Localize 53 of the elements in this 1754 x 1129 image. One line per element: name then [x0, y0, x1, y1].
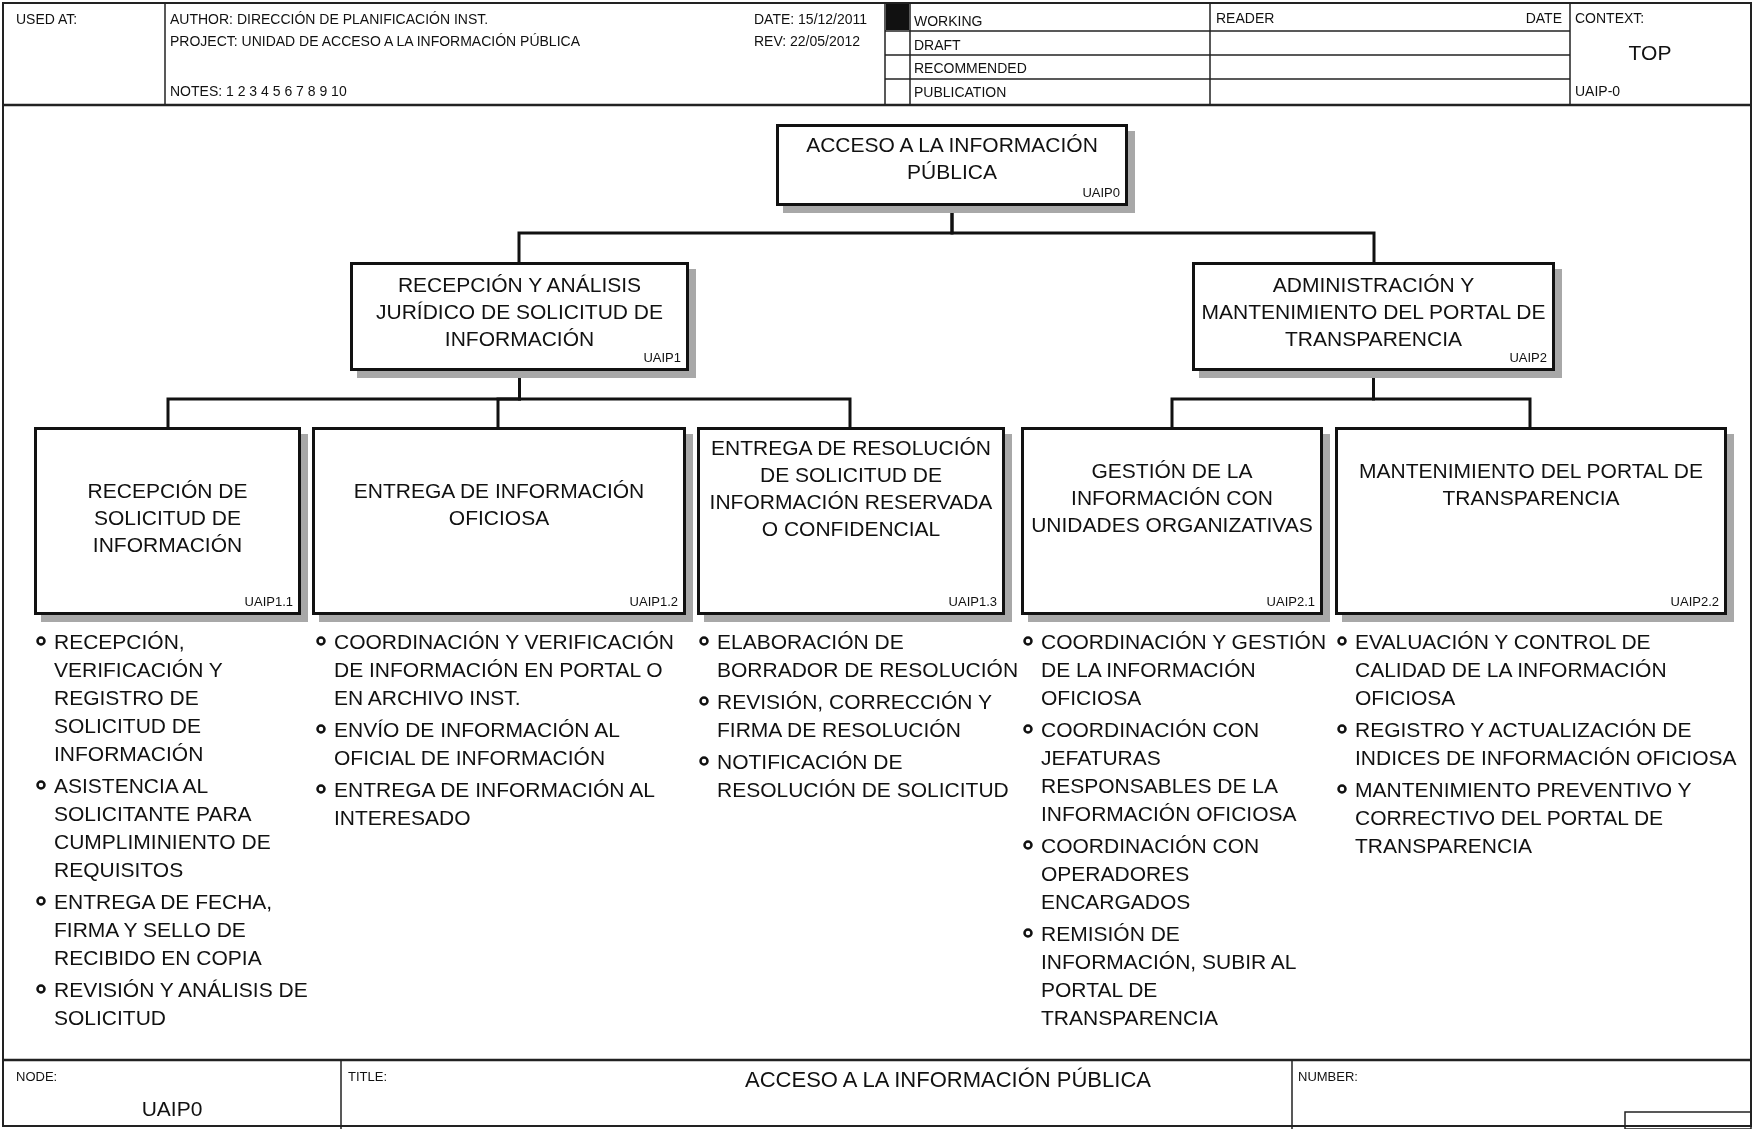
activity-text: COORDINACIÓN Y VERIFICACIÓN DE INFORMACIÓN EN PORTAL O EN ARCHIVO INST. [334, 629, 675, 711]
activity-text: COORDINACIÓN Y GESTIÓN DE LA INFORMACIÓN OFICIOSA [1041, 629, 1328, 711]
form-label: NODE: [16, 1068, 58, 1085]
form-label: READER [1216, 9, 1275, 27]
node-code: UAIP1 [643, 350, 681, 365]
box-title: ACCESO A LA INFORMACIÓN PÚBLICA [805, 132, 1099, 185]
activity-text: ELABORACIÓN DE BORRADOR DE RESOLUCIÓN [717, 629, 1019, 683]
activity-text: COORDINACIÓN CON OPERADORES ENCARGADOS [1041, 833, 1261, 915]
box-title: ADMINISTRACIÓN Y MANTENIMIENTO DEL PORTAL DE TRANSPARENCIA [1200, 272, 1547, 352]
form-label: CONTEXT: [1575, 9, 1645, 27]
activity-text: REVISIÓN, CORRECCIÓN Y FIRMA DE RESOLUCIÓN [717, 689, 993, 743]
node-code: UAIP2.1 [1266, 594, 1315, 609]
activity-text: ENTREGA DE FECHA, FIRMA Y SELLO DE RECIBIDO EN COPIA [54, 889, 274, 971]
form-label: PROJECT: UNIDAD DE ACCESO A LA INFORMACIÓN PÚBLICA [170, 32, 580, 50]
activity-text: EVALUACIÓN Y CONTROL DE CALIDAD DE LA INFORMACIÓN OFICIOSA [1355, 629, 1668, 711]
form-label: NUMBER: [1298, 1068, 1358, 1085]
activity-text: RECEPCIÓN, VERIFICACIÓN Y REGISTRO DE SOLICITUD DE INFORMACIÓN [54, 629, 224, 767]
node-code: UAIP0 [1082, 185, 1120, 200]
node-code: UAIP1.3 [948, 594, 997, 609]
form-label: RECOMMENDED [914, 59, 1027, 77]
node-code: UAIP1.2 [629, 594, 678, 609]
form-label: NOTES: 1 2 3 4 5 6 7 8 9 10 [170, 82, 347, 100]
form-label: UAIP-0 [1575, 82, 1621, 100]
node-code: UAIP1.1 [244, 594, 293, 609]
activity-text: COORDINACIÓN CON JEFATURAS RESPONSABLES DE LA INFORMACIÓN OFICIOSA [1041, 717, 1298, 827]
box-title: RECEPCIÓN Y ANÁLISIS JURÍDICO DE SOLICITUD DE INFORMACIÓN [375, 272, 664, 352]
form-label: AUTHOR: DIRECCIÓN DE PLANIFICACIÓN INST. [170, 10, 489, 28]
box-title: GESTIÓN DE LA INFORMACIÓN CON UNIDADES ORGANIZATIVAS [1030, 458, 1314, 538]
box-title: MANTENIMIENTO DEL PORTAL DE TRANSPARENCIA [1358, 458, 1704, 511]
form-label: DRAFT [914, 36, 961, 54]
form-label: WORKING [914, 12, 983, 30]
activity-text: REMISIÓN DE INFORMACIÓN, SUBIR AL PORTAL DE TRANSPARENCIA [1041, 921, 1297, 1031]
form-label: DATE [1525, 9, 1562, 27]
activity-text: ENTREGA DE INFORMACIÓN AL INTERESADO [334, 777, 656, 831]
activity-text: REGISTRO Y ACTUALIZACIÓN DE INDICES DE INFORMACIÓN OFICIOSA [1355, 717, 1738, 771]
form-label: DATE: 15/12/2011 [754, 10, 868, 28]
diagram-title: ACCESO A LA INFORMACIÓN PÚBLICA [745, 1067, 1151, 1093]
node-code: UAIP2.2 [1670, 594, 1719, 609]
box-title: ENTREGA DE INFORMACIÓN OFICIOSA [352, 478, 646, 531]
form-label: REV: 22/05/2012 [754, 32, 861, 50]
activity-text: MANTENIMIENTO PREVENTIVO Y CORRECTIVO DEL PORTAL DE TRANSPARENCIA [1355, 777, 1693, 859]
form-label: TOP [1628, 40, 1672, 65]
node-code: UAIP2 [1509, 350, 1547, 365]
activity-text: NOTIFICACIÓN DE RESOLUCIÓN DE SOLICITUD [717, 749, 1010, 803]
activity-text: ASISTENCIA AL SOLICITANTE PARA CUMPLIMINIENTO DE REQUISITOS [54, 773, 272, 883]
activity-text: ENVÍO DE INFORMACIÓN AL OFICIAL DE INFORMACIÓN [334, 717, 621, 771]
box-title: RECEPCIÓN DE SOLICITUD DE INFORMACIÓN [86, 478, 249, 558]
form-label: UAIP0 [141, 1096, 203, 1121]
form-label: USED AT: [16, 10, 78, 28]
box-title: ENTREGA DE RESOLUCIÓN DE SOLICITUD DE INFORMACIÓN RESERVADA O CONFIDENCIAL [708, 435, 994, 542]
form-label: PUBLICATION [914, 83, 1007, 101]
form-label: TITLE: [348, 1068, 387, 1085]
activity-text: REVISIÓN Y ANÁLISIS DE SOLICITUD [54, 977, 309, 1031]
